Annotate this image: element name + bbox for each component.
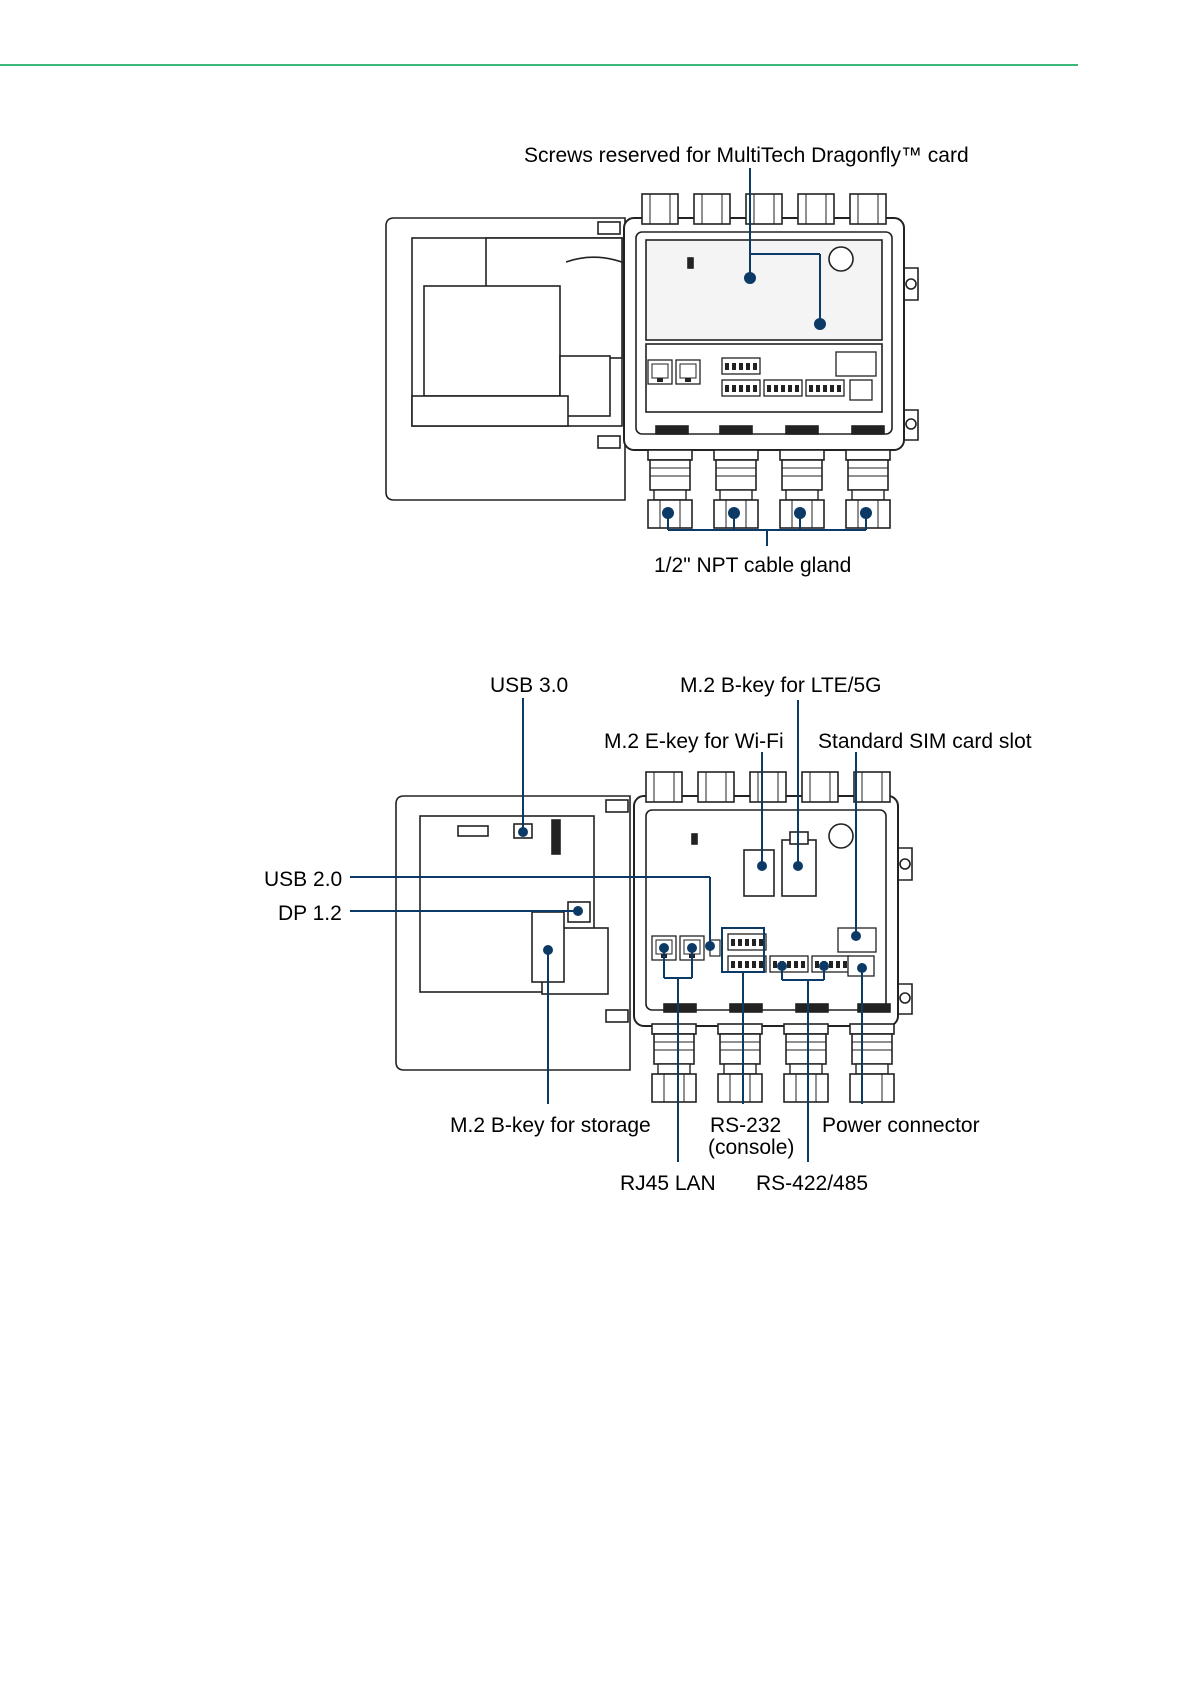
bottom-glands [652, 1024, 894, 1102]
usb20-label: USB 2.0 [264, 868, 342, 891]
m2-bkey-storage-label: M.2 B-key for storage [450, 1114, 651, 1137]
m2-ekey-wifi-label: M.2 E-key for Wi-Fi [604, 730, 784, 753]
rs232-console-label: (console) [708, 1136, 794, 1159]
dp12-label: DP 1.2 [278, 902, 342, 925]
power-connector-label: Power connector [822, 1114, 980, 1137]
rs232-label: RS-232 [710, 1114, 781, 1137]
cable-gland-label: 1/2" NPT cable gland [654, 554, 851, 577]
top-gland-caps [642, 194, 886, 224]
m2-bkey-lte-label: M.2 B-key for LTE/5G [680, 674, 882, 697]
rs422-485-label: RS-422/485 [756, 1172, 868, 1195]
usb30-label: USB 3.0 [490, 674, 568, 697]
screws-label: Screws reserved for MultiTech Dragonfly™… [524, 144, 969, 167]
rj45-lan-label: RJ45 LAN [620, 1172, 716, 1195]
bottom-gland-caps [646, 772, 890, 802]
top-glands-bottom [648, 450, 890, 528]
sim-slot-label: Standard SIM card slot [818, 730, 1032, 753]
